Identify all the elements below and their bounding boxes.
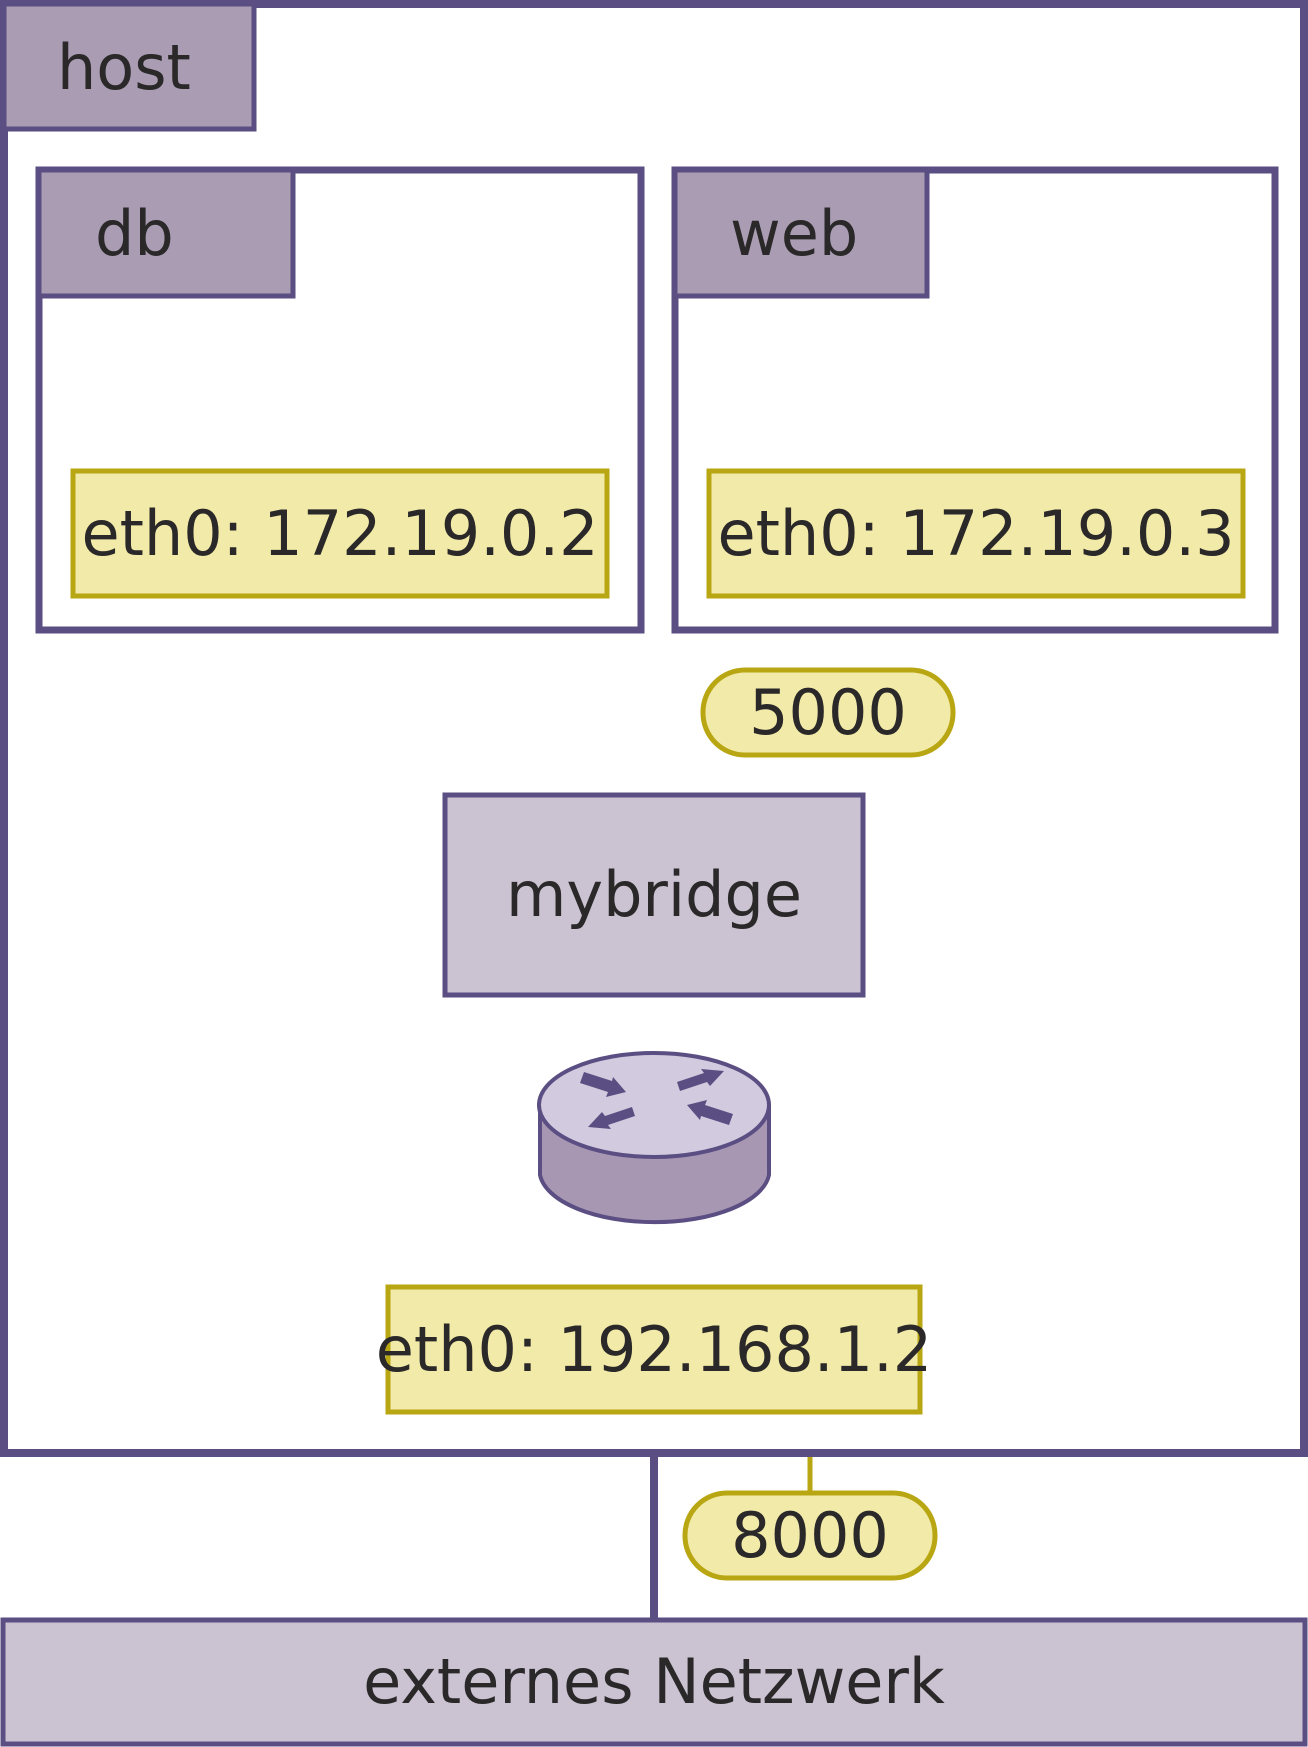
host-interface-label: eth0: 192.168.1.2 — [375, 1312, 933, 1386]
router-icon-arrow — [677, 1069, 724, 1091]
router-icon-arrow — [588, 1107, 635, 1129]
web-interface-label: eth0: 172.19.0.3 — [717, 496, 1235, 570]
external-network-bar — [0, 1617, 1308, 1747]
db-label: db — [95, 197, 174, 270]
web-port-pill — [700, 667, 956, 758]
bridge-box — [442, 792, 866, 998]
web-label: web — [730, 197, 859, 270]
web-tab — [672, 167, 930, 299]
host-port-pill — [682, 1490, 938, 1581]
router-icon — [537, 1051, 771, 1225]
host-tab — [1, 1, 257, 132]
db-interface — [70, 468, 610, 599]
router-icon-arrow — [687, 1100, 733, 1125]
host-port-label: 8000 — [731, 1498, 889, 1572]
db-tab — [36, 167, 296, 299]
host-interface — [385, 1284, 923, 1415]
host-label: host — [57, 31, 191, 104]
bridge-label: mybridge — [505, 858, 802, 931]
db-interface-label: eth0: 172.19.0.2 — [81, 496, 599, 570]
external-network-label: externes Netzwerk — [363, 1645, 945, 1718]
web-interface — [706, 468, 1246, 599]
web-port-label: 5000 — [749, 675, 907, 749]
router-icon-arrow — [580, 1072, 626, 1097]
